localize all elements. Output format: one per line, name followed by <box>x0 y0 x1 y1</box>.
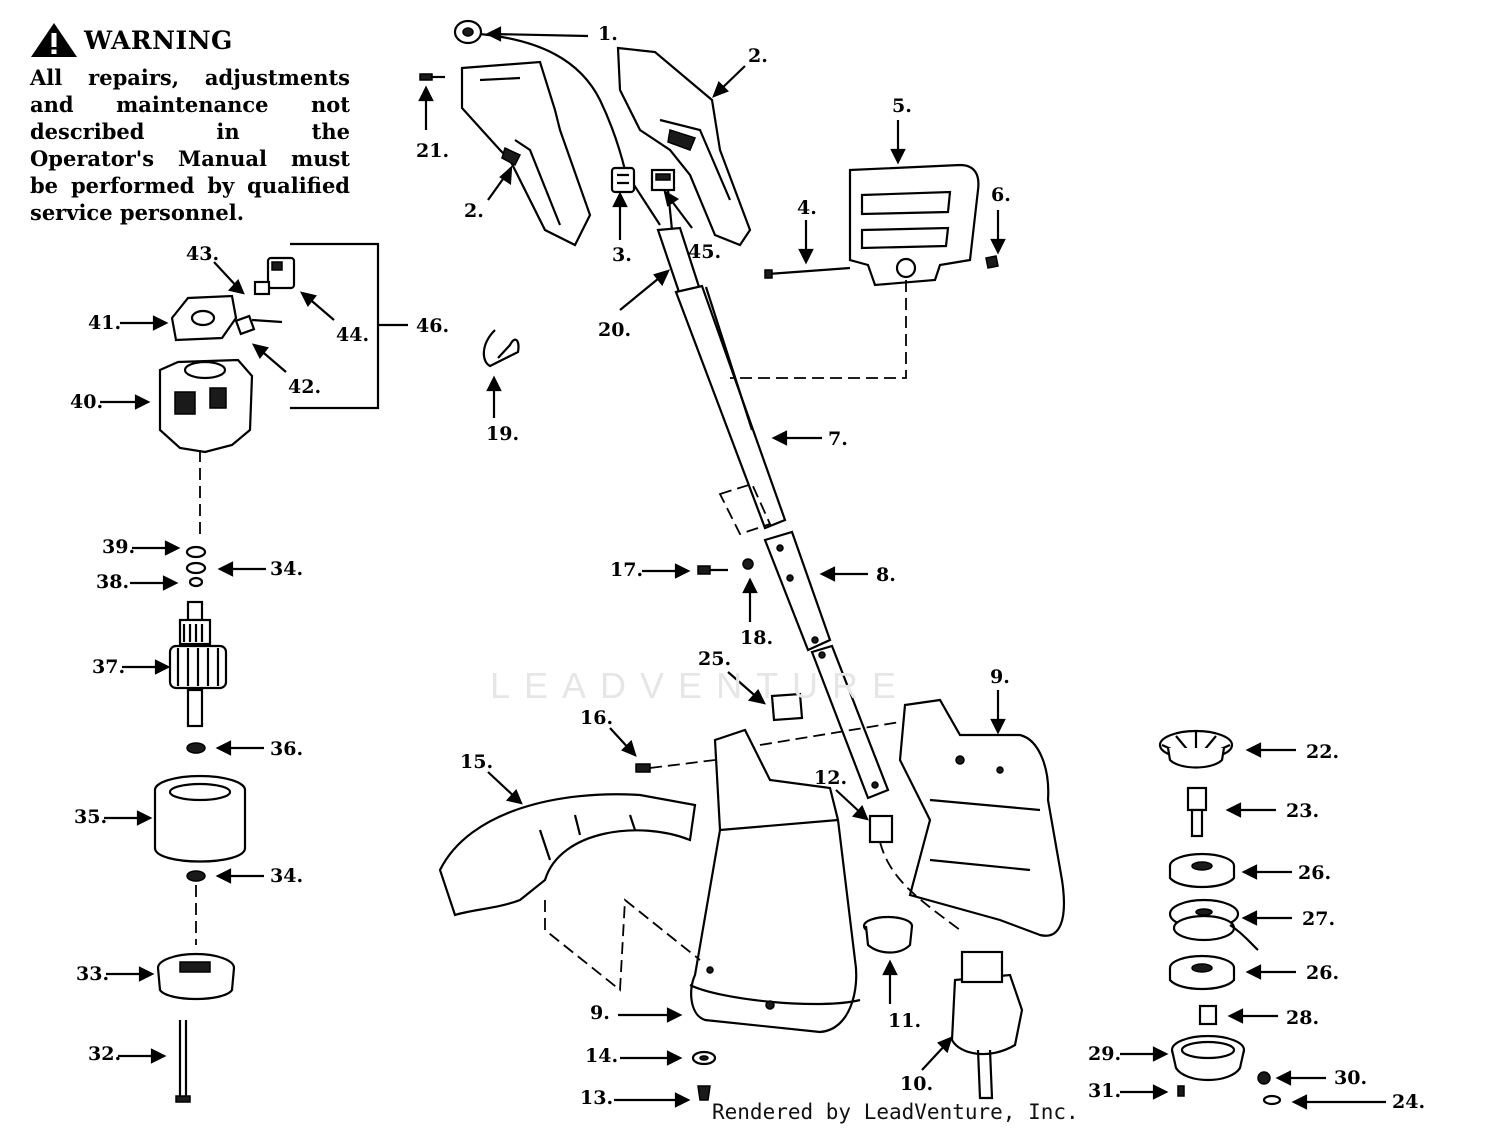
through-bolt <box>175 1020 191 1103</box>
terminal-part <box>868 814 894 844</box>
callout-19: 19. <box>486 423 519 445</box>
spacer-upper <box>1168 852 1236 888</box>
handle-half-left <box>460 60 592 247</box>
armature <box>168 600 228 728</box>
spring-part <box>1198 1004 1218 1026</box>
warning-box: WARNING All repairs, adjustments and mai… <box>30 22 350 226</box>
motor-housing-right <box>898 698 1066 937</box>
callout-labels: 1. 2. 2. 3. 4. 5. 6. 7. 8. 9. 9. 10. 11.… <box>70 23 1425 1113</box>
tube-upper <box>656 226 787 530</box>
callout-38: 38. <box>96 571 129 593</box>
callout-15: 15. <box>460 751 493 773</box>
callout-4: 4. <box>797 197 817 219</box>
callout-8: 8. <box>876 564 896 586</box>
callout-10: 10. <box>900 1073 933 1095</box>
magnet-housing <box>153 774 247 863</box>
callout-18: 18. <box>740 627 773 649</box>
auxiliary-handle <box>848 163 980 287</box>
spacer-lower <box>1168 954 1236 990</box>
callout-2-left: 2. <box>464 200 484 222</box>
clamp-part <box>770 692 804 722</box>
callout-26-upper: 26. <box>1298 862 1331 884</box>
callout-11: 11. <box>888 1010 921 1032</box>
watermark-text: LEADVENTURE <box>490 665 911 706</box>
callout-43: 43. <box>186 243 219 265</box>
callout-44: 44. <box>336 324 369 346</box>
callout-21: 21. <box>416 140 449 162</box>
nut-part <box>985 255 999 269</box>
motor-housing-left <box>689 728 861 1034</box>
screw-part <box>419 73 433 81</box>
end-bell <box>158 358 254 454</box>
callout-37: 37. <box>92 656 125 678</box>
bolt-part <box>764 266 851 279</box>
spool-cup <box>1170 1034 1246 1082</box>
cord-clip-part <box>482 329 520 368</box>
callout-28: 28. <box>1286 1007 1319 1029</box>
callout-35: 35. <box>74 806 107 828</box>
callout-9-right: 9. <box>990 666 1010 688</box>
callout-33: 33. <box>76 963 109 985</box>
callout-45: 45. <box>688 241 721 263</box>
callout-7: 7. <box>828 428 848 450</box>
callout-31: 31. <box>1088 1080 1121 1102</box>
callout-26-lower: 26. <box>1306 962 1339 984</box>
callout-25: 25. <box>698 648 731 670</box>
fan-part <box>1158 729 1234 769</box>
warning-header: WARNING <box>30 22 350 58</box>
end-cap-33 <box>156 952 236 1001</box>
handle-half-right <box>616 46 752 247</box>
callout-36: 36. <box>270 738 303 760</box>
callout-2-top: 2. <box>748 45 768 67</box>
callout-17: 17. <box>610 559 643 581</box>
callout-40: 40. <box>70 391 103 413</box>
callout-6: 6. <box>991 184 1011 206</box>
warning-triangle-icon <box>31 23 77 57</box>
tube-middle <box>763 530 832 652</box>
callout-39: 39. <box>102 536 135 558</box>
callout-1: 1. <box>598 23 618 45</box>
cord-plug-part <box>453 19 627 171</box>
callout-3: 3. <box>612 244 632 266</box>
callout-9-lower: 9. <box>590 1002 610 1024</box>
callout-46: 46. <box>416 315 449 337</box>
bushing-part <box>862 915 914 954</box>
callout-34-lower: 34. <box>270 865 303 887</box>
warning-text: All repairs, adjustments and maintenance… <box>30 65 350 225</box>
callout-34-upper: 34. <box>270 558 303 580</box>
callout-14: 14. <box>585 1045 618 1067</box>
grass-shield <box>438 793 697 917</box>
callout-24: 24. <box>1392 1091 1425 1113</box>
callout-30: 30. <box>1334 1067 1367 1089</box>
callout-27: 27. <box>1302 908 1335 930</box>
switch-assembly-46 <box>234 256 296 336</box>
callout-42: 42. <box>288 376 321 398</box>
callout-41: 41. <box>88 312 121 334</box>
spool-part <box>1168 898 1259 951</box>
connector-part <box>650 168 676 192</box>
callout-22: 22. <box>1306 741 1339 763</box>
callout-12: 12. <box>814 767 847 789</box>
callout-23: 23. <box>1286 800 1319 822</box>
spindle-part <box>1186 786 1208 838</box>
switch-part <box>610 166 636 194</box>
callout-13: 13. <box>580 1087 613 1109</box>
motor-assembly <box>950 950 1024 1100</box>
brush-holder-cap <box>170 294 238 342</box>
callout-32: 32. <box>88 1043 121 1065</box>
callout-arrows <box>100 26 1386 1110</box>
callout-20: 20. <box>598 319 631 341</box>
tube-lower <box>810 644 890 800</box>
footer-credit: Rendered by LeadVenture, Inc. <box>712 1100 1079 1124</box>
callout-16: 16. <box>580 707 613 729</box>
warning-title: WARNING <box>84 25 233 55</box>
callout-29: 29. <box>1088 1043 1121 1065</box>
callout-5: 5. <box>892 95 912 117</box>
